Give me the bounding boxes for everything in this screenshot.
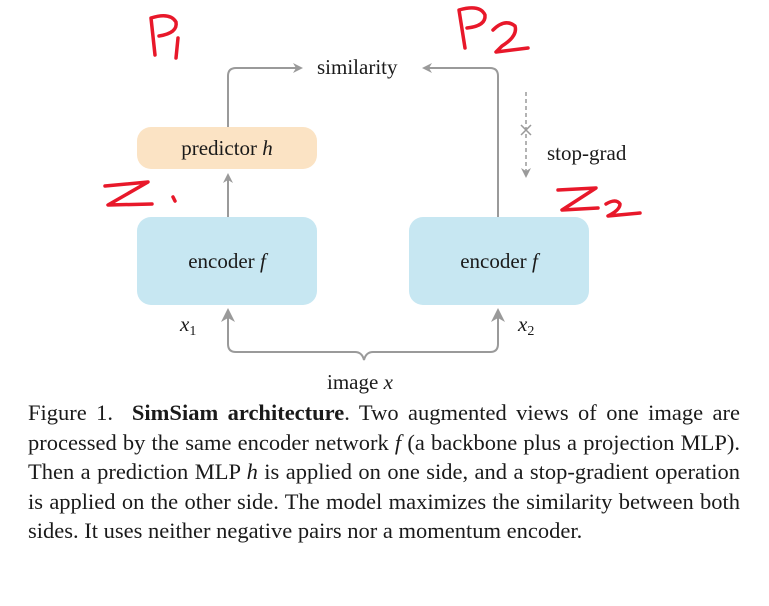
predictor-box: predictor h [137,127,317,169]
similarity-label: similarity [317,55,398,79]
encoder-right-label: encoder [460,248,527,273]
image-label: image x [327,370,393,395]
handwritten-annotation-p2 [457,6,530,54]
input-bracket [227,311,499,361]
input-arrowhead-right [491,308,505,322]
caption-title: SimSiam architecture [131,400,345,425]
diagram-arrows [103,6,642,361]
x1-label: x1 [180,312,196,340]
handwritten-annotation-z1 [103,180,177,207]
x2-label: x2 [518,312,534,340]
right-similarity-arrow [422,63,499,217]
x1-subscript: 1 [189,324,197,339]
left-similarity-arrow [227,63,303,127]
caption-f-symbol: f [394,429,402,455]
handwritten-annotation-p1 [149,14,180,60]
caption-figure-label: Figure 1. [28,400,114,425]
encoder-left-box: encoder f [137,217,317,305]
encoder-right-box: encoder f [409,217,589,305]
x2-base: x [518,312,528,336]
encoder-right-symbol: f [531,248,538,273]
encoder-left-symbol: f [259,248,266,273]
caption-text-1: . Two augmented views of one image are p… [28,400,741,455]
x2-subscript: 2 [527,324,535,339]
stopgrad-cross-icon [520,124,532,136]
caption-h-symbol: h [246,459,258,484]
predictor-label: predictor [181,135,258,160]
encoder-left-label: encoder [188,248,255,273]
caption-text-3: is applied on one side, and a stop-gradi… [28,459,741,543]
input-arrowhead-left [221,308,235,322]
figure-caption: Figure 1. SimSiam architecture. Two augm… [28,398,740,546]
image-symbol: x [383,370,393,394]
caption-text-2: (a backbone plus a projection MLP). Then… [28,429,740,485]
handwritten-annotation-z2 [556,186,642,218]
simsiam-diagram: predictor h encoder f encoder f similari… [103,6,642,395]
stopgrad-label: stop-grad [547,141,627,165]
predictor-symbol: h [262,135,273,160]
image-label-text: image [327,370,379,394]
x1-base: x [180,312,190,336]
